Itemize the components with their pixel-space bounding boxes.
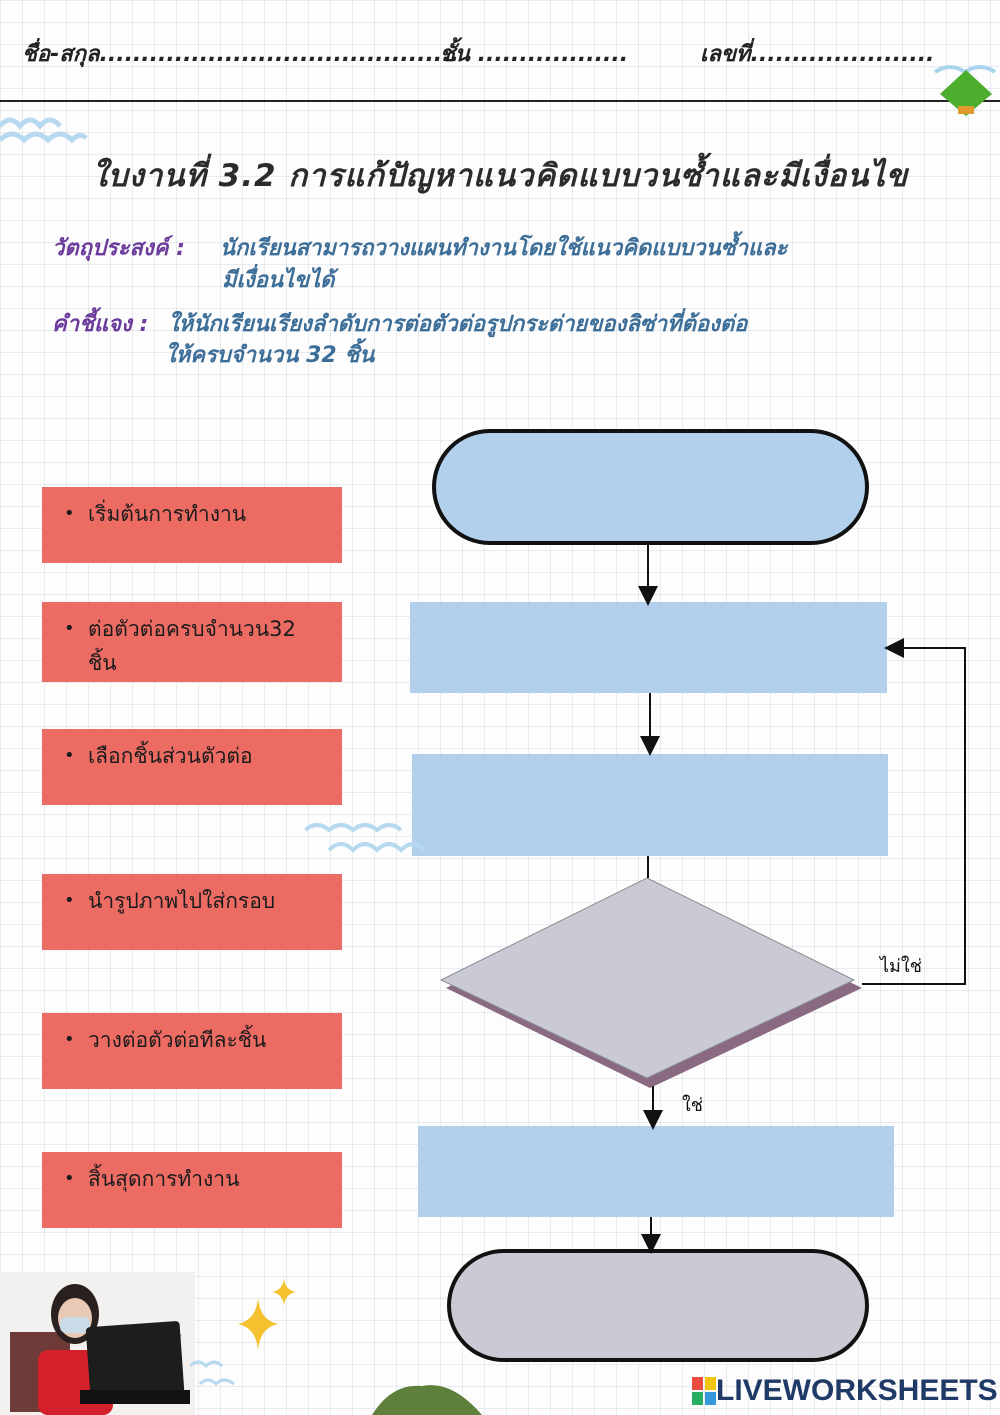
option-card-place-piece[interactable]: • วางต่อตัวต่อทีละชิ้น — [42, 1013, 342, 1089]
header-divider — [0, 100, 1000, 102]
liveworksheets-mark-icon — [692, 1377, 716, 1405]
flow-process-box-1-dropzone[interactable] — [410, 602, 887, 693]
option-card-text: เริ่มต้นการทำงาน — [88, 502, 247, 526]
option-card-complete-32[interactable]: • ต่อตัวต่อครบจำนวน32 ชิ้น — [42, 602, 342, 682]
wave-deco-icon — [0, 117, 88, 144]
wave-deco-icon — [305, 823, 427, 853]
sparkle-icon — [238, 1278, 296, 1350]
flow-start-terminal-dropzone[interactable] — [432, 429, 869, 545]
bullet-icon: • — [64, 618, 75, 639]
option-card-text: วางต่อตัวต่อทีละชิ้น — [88, 1028, 267, 1052]
flow-yes-label: ใช่ — [682, 1095, 704, 1116]
class-field-label: ชั้น .................. — [440, 42, 629, 67]
bullet-icon: • — [64, 1168, 75, 1189]
wave-deco-icon — [190, 1360, 235, 1387]
worksheet-title: ใบงานที่ 3.2 การแก้ปัญหาแนวคิดแบบวนซ้ำแล… — [91, 158, 909, 194]
objective-text-line1: นักเรียนสามารถวางแผนทำงานโดยใช้แนวคิดแบบ… — [220, 236, 788, 261]
option-card-text: นำรูปภาพไปใส่กรอบ — [88, 889, 276, 913]
logo-text: LIVEWORKSHEETS — [716, 1374, 998, 1407]
option-card-text: สิ้นสุดการทำงาน — [88, 1167, 240, 1191]
flow-no-label: ไม่ใช่ — [880, 956, 922, 977]
option-card-start[interactable]: • เริ่มต้นการทำงาน — [42, 487, 342, 563]
bullet-icon: • — [64, 745, 75, 766]
option-card-end[interactable]: • สิ้นสุดการทำงาน — [42, 1152, 342, 1228]
bullet-icon: • — [64, 1029, 75, 1050]
leaf-deco-icon — [933, 65, 997, 116]
number-field-label: เลขที่...................... — [700, 42, 935, 67]
instruction-text-line2: ให้ครบจำนวน 32 ชิ้น — [165, 343, 375, 368]
option-card-text: เลือกชิ้นส่วนตัวต่อ — [88, 744, 253, 768]
instruction-label: คำชี้แจง : — [52, 312, 149, 337]
bullet-icon: • — [64, 503, 75, 524]
flow-process-box-2-dropzone[interactable] — [412, 754, 888, 856]
option-card-put-frame[interactable]: • นำรูปภาพไปใส่กรอบ — [42, 874, 342, 950]
flow-process-box-3-dropzone[interactable] — [418, 1126, 894, 1217]
teacher-photo — [0, 1272, 195, 1415]
option-card-select-piece[interactable]: • เลือกชิ้นส่วนตัวต่อ — [42, 729, 342, 805]
flow-end-terminal-dropzone[interactable] — [447, 1249, 869, 1362]
option-card-text: ต่อตัวต่อครบจำนวน32 ชิ้น — [88, 617, 296, 675]
objective-label: วัตถุประสงค์ : — [52, 236, 185, 261]
bullet-icon: • — [64, 890, 75, 911]
liveworksheets-logo: LIVEWORKSHEETS — [692, 1374, 998, 1408]
flow-decision-diamond-dropzone[interactable] — [436, 874, 872, 1094]
objective-text-line2: มีเงื่อนไขได้ — [222, 268, 335, 293]
hill-deco-icon — [372, 1385, 482, 1415]
name-field-label: ชื่อ-สกุล...............................… — [22, 42, 459, 67]
instruction-text-line1: ให้นักเรียนเรียงลำดับการต่อตัวต่อรูปกระต… — [168, 312, 748, 337]
